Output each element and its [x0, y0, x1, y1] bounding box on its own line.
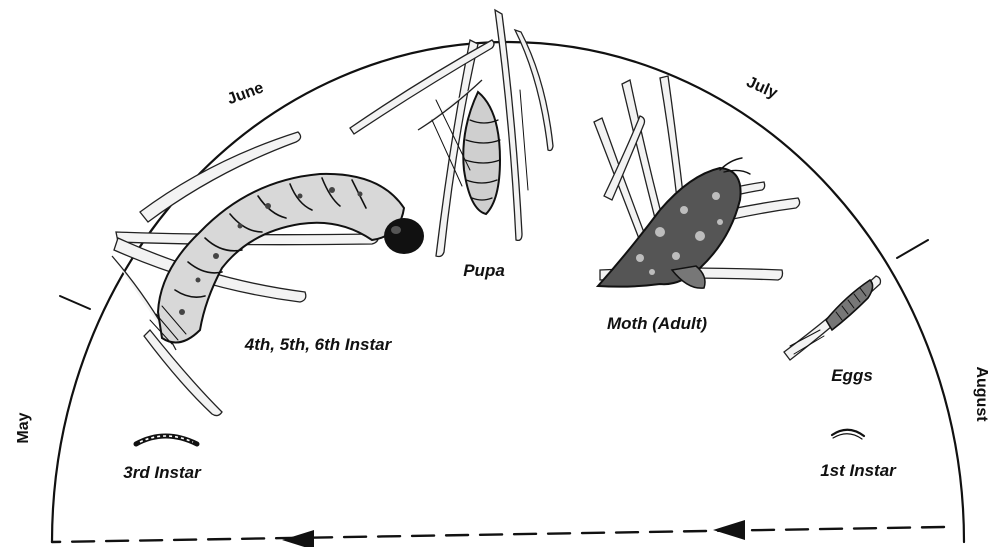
return-dashed-line	[52, 527, 944, 542]
month-label-august: August	[973, 366, 990, 422]
large-larva-illustration	[112, 132, 424, 416]
stage-label-instar-1: 1st Instar	[820, 461, 897, 480]
stage-label-pupa: Pupa	[463, 261, 505, 280]
stage-label-instar-3: 3rd Instar	[123, 463, 202, 482]
moth-illustration	[594, 76, 800, 288]
stage-label-instar-456: 4th, 5th, 6th Instar	[244, 335, 393, 354]
first-instar-larva-illustration	[832, 430, 864, 439]
month-label-june: June	[225, 79, 266, 108]
eggs-illustration	[784, 276, 881, 360]
month-label-july: July	[744, 74, 780, 103]
stage-label-moth: Moth (Adult)	[607, 314, 707, 333]
month-label-may: May	[15, 412, 32, 443]
divider-may-june	[60, 296, 90, 309]
third-instar-larva-illustration	[136, 436, 197, 444]
stage-label-eggs: Eggs	[831, 366, 873, 385]
arrow-head-right	[713, 520, 745, 540]
divider-july-august	[897, 240, 928, 258]
